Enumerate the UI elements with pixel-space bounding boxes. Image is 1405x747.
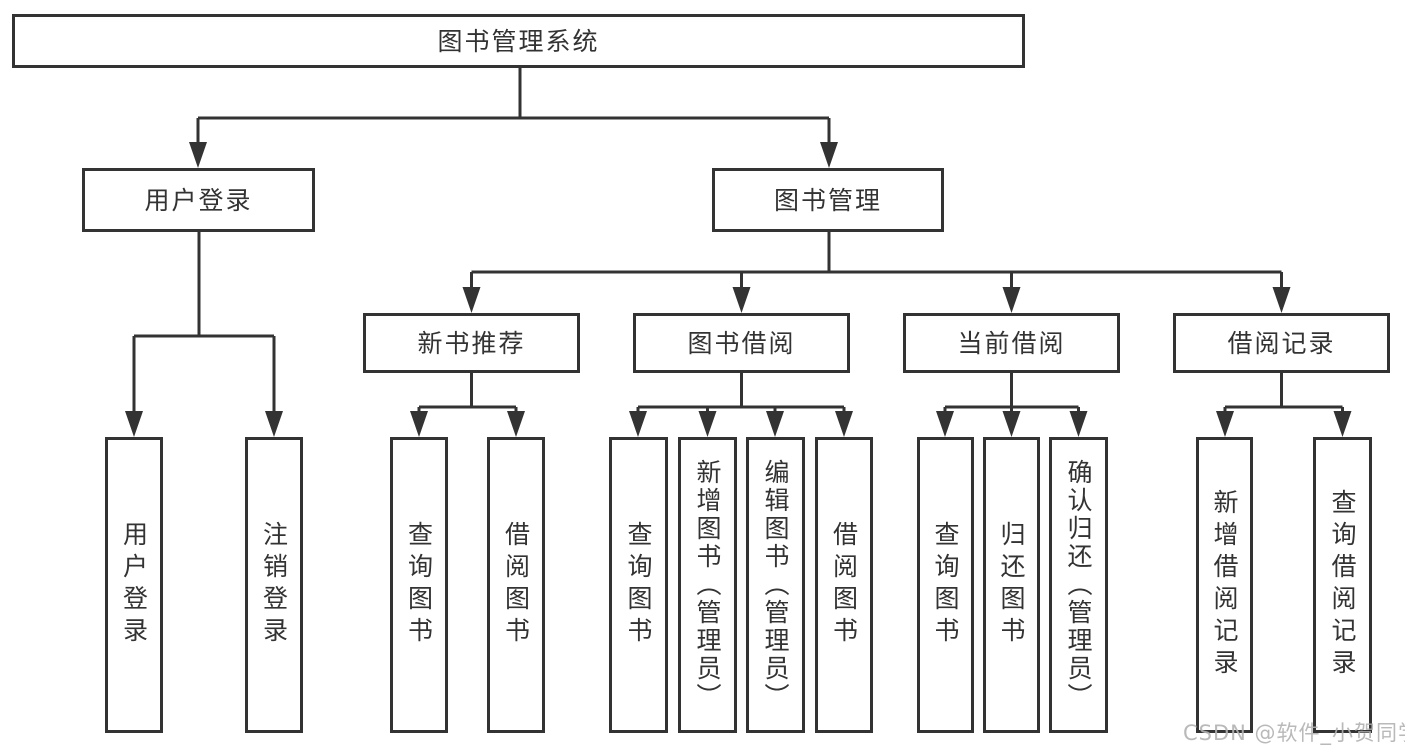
arrowhead-down	[936, 411, 1088, 437]
leaf-label: 查询图书	[624, 521, 653, 649]
connector-line	[470, 232, 1283, 296]
node-label: 图书管理系统	[437, 26, 600, 56]
leaf-borrow-books: 借阅图书	[487, 437, 545, 733]
connector-root-to-level2	[189, 68, 838, 168]
arrowhead-down	[1216, 411, 1352, 437]
node-current-borrow: 当前借阅	[903, 313, 1120, 373]
leaf-query-books: 查询图书	[390, 437, 448, 733]
leaf-logout: 注销登录	[245, 437, 303, 733]
node-user-login: 用户登录	[82, 168, 315, 232]
connector-book-borrow-to-children	[629, 373, 853, 437]
node-book-management: 图书管理	[712, 168, 944, 232]
arrowhead-down	[189, 142, 838, 168]
connector-line	[1223, 373, 1344, 421]
connector-line	[417, 373, 518, 421]
node-book-borrow: 图书借阅	[633, 313, 850, 373]
leaf-label: 查询图书	[931, 521, 960, 649]
leaf-query-books: 查询图书	[609, 437, 668, 733]
connector-borrow-records-to-children	[1216, 373, 1352, 437]
leaf-borrow-books: 借阅图书	[815, 437, 873, 733]
node-label: 当前借阅	[957, 328, 1066, 358]
connector-line	[196, 68, 831, 150]
node-root: 图书管理系统	[12, 14, 1025, 68]
arrowhead-down	[410, 411, 525, 437]
leaf-return-books: 归还图书	[983, 437, 1040, 733]
connector-line	[132, 232, 276, 419]
connector-line	[636, 373, 846, 421]
leaf-label: 借阅图书	[501, 521, 531, 649]
node-label: 借阅记录	[1227, 328, 1336, 358]
leaf-user-login: 用户登录	[105, 437, 163, 733]
arrowhead-down	[125, 411, 283, 437]
connector-current-borrow-to-children	[936, 373, 1088, 437]
connector-new-book-recommend-to-children	[410, 373, 525, 437]
arrowhead-down	[462, 287, 1291, 313]
leaf-label: 新增借阅记录	[1210, 489, 1239, 681]
node-label: 图书管理	[773, 185, 882, 215]
leaf-label: 借阅图书	[829, 521, 859, 649]
leaf-label: 确认归还（管理员）	[1064, 459, 1093, 711]
leaf-add-books-admin: 新增图书（管理员）	[678, 437, 737, 733]
leaf-label: 新增图书（管理员）	[693, 459, 722, 711]
node-new-book-recommend: 新书推荐	[363, 313, 580, 373]
watermark: CSDN @软件_小贺同学	[1183, 721, 1405, 745]
node-borrow-records: 借阅记录	[1173, 313, 1390, 373]
leaf-label: 查询借阅记录	[1328, 489, 1357, 681]
node-label: 用户登录	[144, 185, 253, 215]
leaf-add-borrow-record: 新增借阅记录	[1196, 437, 1253, 733]
node-label: 新书推荐	[417, 328, 526, 358]
leaf-label: 注销登录	[259, 521, 289, 649]
connector-user-login-to-children	[125, 232, 283, 437]
connector-book-management-to-level3	[462, 232, 1291, 313]
leaf-confirm-return-admin: 确认归还（管理员）	[1049, 437, 1108, 733]
leaf-query-borrow-record: 查询借阅记录	[1313, 437, 1372, 733]
leaf-label: 用户登录	[119, 521, 149, 649]
leaf-edit-books-admin: 编辑图书（管理员）	[746, 437, 805, 733]
leaf-query-books: 查询图书	[917, 437, 974, 733]
arrowhead-down	[629, 411, 853, 437]
node-label: 图书借阅	[687, 328, 796, 358]
leaf-label: 归还图书	[997, 521, 1026, 649]
leaf-label: 查询图书	[404, 521, 434, 649]
leaf-label: 编辑图书（管理员）	[761, 459, 790, 711]
